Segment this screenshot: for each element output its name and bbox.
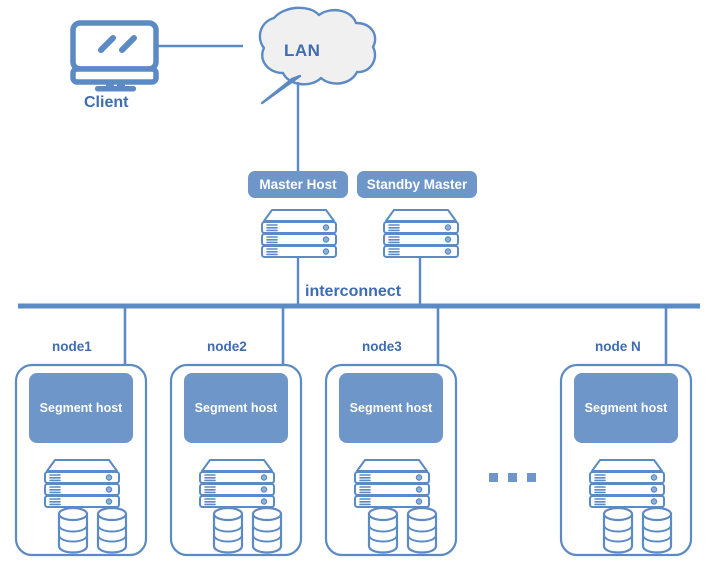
client-label: Client	[84, 94, 129, 111]
node2-disk-icon-2	[251, 506, 283, 554]
node-label-nodeN: node N	[595, 339, 641, 354]
cloud-icon	[258, 6, 377, 105]
node3-server-icon	[354, 459, 430, 508]
node2-server-icon	[199, 459, 275, 508]
node3-disk-icon-2	[406, 506, 438, 554]
node-label-node1: node1	[52, 339, 92, 354]
nodeN-server-icon	[589, 459, 665, 508]
node-label-node2: node2	[207, 339, 247, 354]
segment-host-box-nodeN[interactable]: Segment host	[574, 373, 678, 443]
segment-host-box-node1[interactable]: Segment host	[29, 373, 133, 443]
master-host-server-icon	[261, 209, 337, 258]
interconnect-label: interconnect	[305, 283, 402, 300]
master-host-badge[interactable]: Master Host	[248, 171, 348, 198]
segment-host-box-node2[interactable]: Segment host	[184, 373, 288, 443]
segment-host-box-node3[interactable]: Segment host	[339, 373, 443, 443]
node1-disk-icon-2	[96, 506, 128, 554]
node1-server-icon	[44, 459, 120, 508]
node3-disk-icon-1	[367, 506, 399, 554]
nodeN-disk-icon-1	[602, 506, 634, 554]
lan-label: LAN	[284, 41, 321, 60]
desktop-monitor-icon	[70, 20, 159, 92]
standby-master-badge[interactable]: Standby Master	[357, 171, 477, 198]
node1-disk-icon-1	[57, 506, 89, 554]
node2-disk-icon-1	[212, 506, 244, 554]
node-label-node3: node3	[362, 339, 402, 354]
ellipsis-icon	[489, 473, 536, 482]
nodeN-disk-icon-2	[641, 506, 673, 554]
standby-master-server-icon	[383, 209, 459, 258]
